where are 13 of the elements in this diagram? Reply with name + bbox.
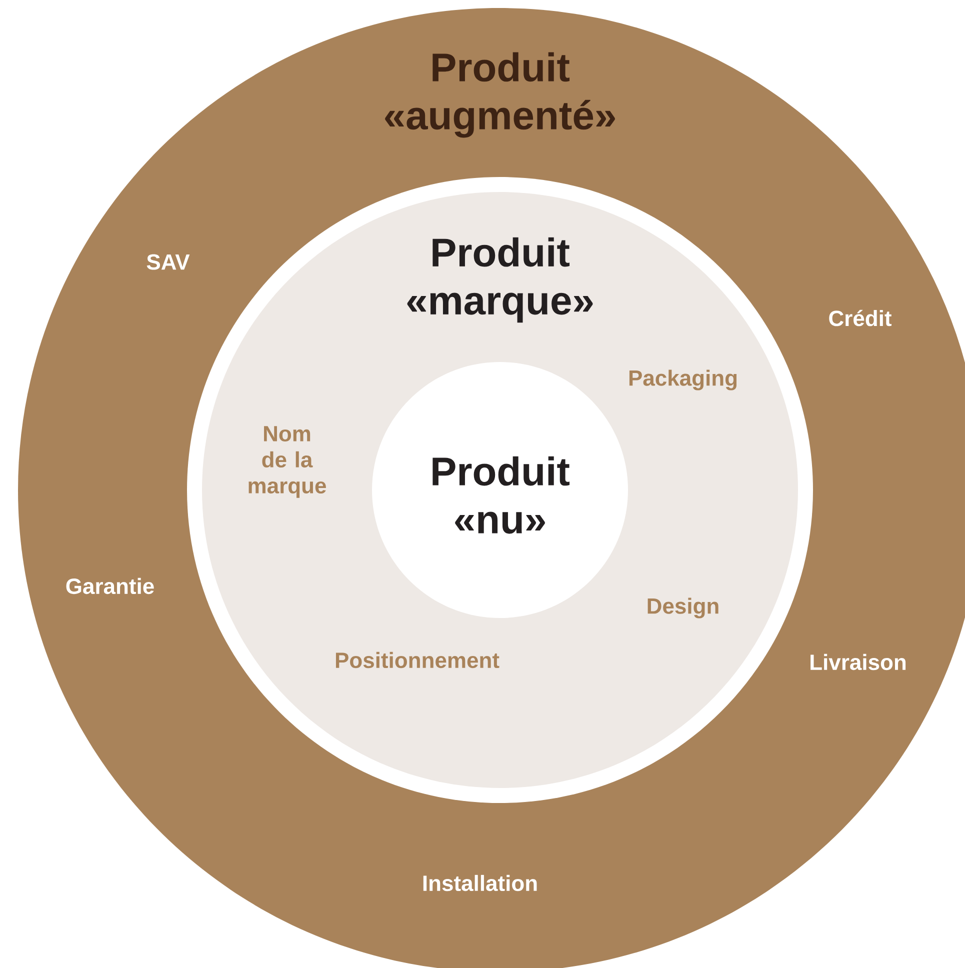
item-label: SAV	[146, 254, 190, 270]
heading: Produit «augmenté»	[385, 52, 615, 138]
item-label: Garantie	[66, 578, 154, 594]
heading: Produit «nu»	[432, 456, 570, 534]
item-label: Positionnement	[336, 652, 500, 668]
item-label: Livraison	[810, 654, 906, 670]
inner-circle	[372, 362, 628, 618]
item-label: Installation	[423, 874, 537, 892]
item-label: Design	[648, 598, 718, 618]
heading: Produit «marque»	[407, 237, 593, 323]
item-label: Crédit	[829, 310, 892, 326]
item-label: Nom de la marque	[248, 426, 326, 498]
item-label: Packaging	[629, 370, 737, 390]
